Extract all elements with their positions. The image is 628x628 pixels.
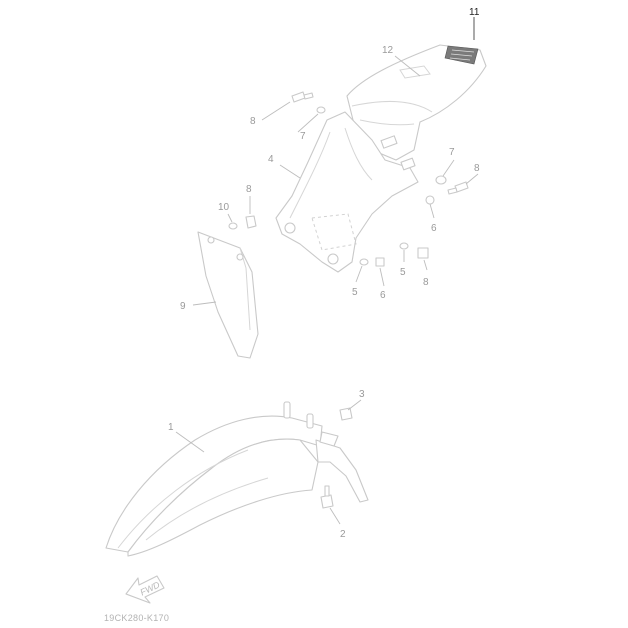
- callout-1: 1: [168, 422, 174, 433]
- callout-8-right: 8: [474, 163, 480, 174]
- callout-6-middle: 6: [380, 290, 386, 301]
- callout-7-top-left: 7: [300, 131, 306, 142]
- inner-mudguard-part-4: [275, 111, 419, 273]
- callout-9: 9: [180, 301, 186, 312]
- callout-3: 3: [359, 389, 365, 400]
- tail-decal-part-11: [444, 45, 479, 65]
- fasteners: [228, 91, 469, 509]
- callout-5-middle: 5: [352, 287, 358, 298]
- callout-5-right: 5: [400, 267, 406, 278]
- forward-arrow: FWD: [125, 575, 165, 604]
- callout-7-right: 7: [449, 147, 455, 158]
- rear-fender-part-12: [346, 44, 487, 161]
- callout-12: 12: [382, 45, 394, 56]
- leader-lines: [175, 17, 479, 525]
- callout-8-left: 8: [246, 184, 252, 195]
- callout-6-right: 6: [431, 223, 437, 234]
- mud-flap-part-9: [197, 231, 259, 359]
- diagram-code: 19CK280-K170: [104, 613, 169, 623]
- callout-8-lower: 8: [423, 277, 429, 288]
- callout-4: 4: [268, 154, 274, 165]
- callout-2: 2: [340, 529, 346, 540]
- front-fender-part-1: [105, 401, 369, 557]
- callout-8-top-left: 8: [250, 116, 256, 127]
- callout-11: 11: [469, 7, 480, 18]
- callout-10: 10: [218, 202, 230, 213]
- callout-labels: 11 12 8 7 4 7 8 6 8 10 5 8 5 6 9 1 3 2: [168, 7, 480, 540]
